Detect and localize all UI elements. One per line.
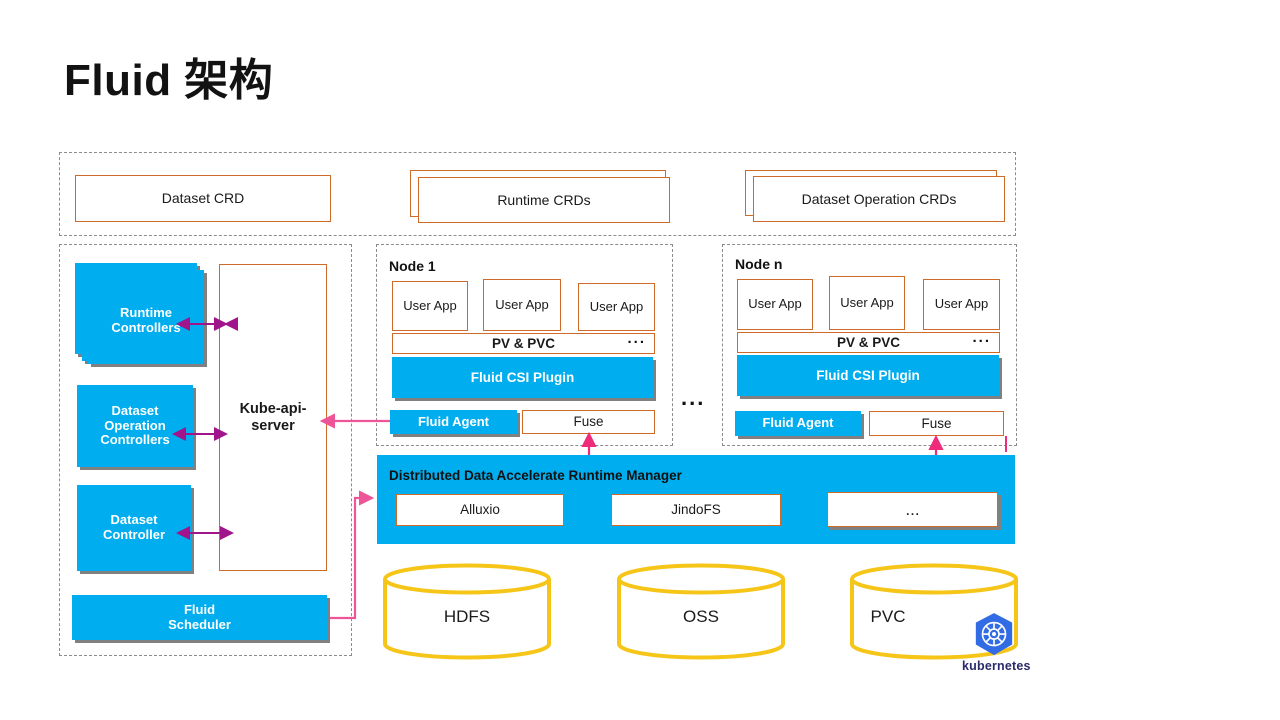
node-n-fuse-label: Fuse (921, 415, 952, 431)
runtime-manager-title: Distributed Data Accelerate Runtime Mana… (389, 468, 682, 483)
dataset-controller-line1: Dataset (110, 512, 158, 528)
node-n-user-app-3[interactable]: User App (923, 279, 1000, 330)
node-n-container (722, 244, 1017, 446)
node-n-user-app-2[interactable]: User App (829, 276, 905, 330)
kubernetes-logo: kubernetes (962, 612, 1031, 673)
dataset-operation-controllers-box[interactable]: Dataset Operation Controllers (77, 385, 193, 467)
node-1-fuse-label: Fuse (573, 414, 604, 430)
dataset-operation-controllers-line3: Controllers (100, 432, 170, 448)
node-n-pv-pvc-ellipsis: ... (972, 329, 991, 346)
storage-cylinder-hdfs-label: HDFS (443, 607, 491, 626)
dataset-operation-controllers-line2: Operation (104, 417, 166, 433)
node-n-fluid-agent-label: Fluid Agent (762, 415, 834, 431)
node-1-fluid-agent[interactable]: Fluid Agent (390, 410, 517, 434)
runtime-engine-jindofs[interactable]: JindoFS (611, 494, 781, 526)
node-1-csi-plugin-label: Fluid CSI Plugin (470, 369, 575, 385)
fluid-scheduler-line2: Scheduler (168, 616, 231, 632)
fluid-scheduler-line1: Fluid (183, 601, 216, 617)
runtime-controllers-label-line1: Runtime (120, 304, 172, 320)
kube-api-server-line1: Kube-api- (239, 400, 307, 417)
crd-section-container (59, 152, 1016, 236)
node-n-fuse[interactable]: Fuse (869, 411, 1004, 436)
node-1-user-app-3[interactable]: User App (578, 283, 655, 331)
runtime-controllers-box[interactable]: Runtime Controllers (88, 277, 204, 364)
page-title: Fluid 架构 (64, 56, 274, 105)
crd-box-datasetop-label: Dataset Operation CRDs (801, 190, 957, 207)
crd-box-runtime-label: Runtime CRDs (497, 191, 591, 208)
node-1-title: Node 1 (389, 258, 436, 274)
runtime-engine-jindofs-label: JindoFS (671, 502, 721, 518)
node-1-pv-pvc-bar[interactable]: PV & PVC ... (392, 330, 655, 354)
kube-api-server-box[interactable]: Kube-api- server (219, 264, 327, 571)
kube-api-server-line2: server (251, 417, 295, 434)
kubernetes-helm-icon (975, 613, 1013, 656)
node-1-user-app-2-label: User App (495, 296, 549, 312)
kubernetes-logo-text: kubernetes (962, 659, 1031, 673)
node-1-csi-plugin[interactable]: Fluid CSI Plugin (392, 357, 653, 398)
node-1-user-app-1-label: User App (403, 297, 457, 313)
runtime-engine-other-label: ... (905, 499, 920, 519)
storage-cylinder-oss-label: OSS (683, 607, 719, 626)
node-n-user-app-1[interactable]: User App (737, 279, 813, 330)
dataset-controller-box[interactable]: Dataset Controller (77, 485, 191, 571)
node-1-user-app-1[interactable]: User App (392, 281, 468, 331)
node-n-user-app-3-label: User App (934, 296, 989, 312)
runtime-engine-other[interactable]: ... (827, 492, 998, 527)
node-1-pv-pvc-ellipsis: ... (627, 330, 646, 347)
crd-box-dataset[interactable]: Dataset CRD (75, 175, 331, 222)
node-n-user-app-1-label: User App (748, 296, 802, 312)
dataset-operation-controllers-line1: Dataset (111, 402, 159, 418)
crd-box-runtime[interactable]: Runtime CRDs (418, 177, 670, 223)
runtime-engine-alluxio[interactable]: Alluxio (396, 494, 564, 526)
node-n-csi-plugin-label: Fluid CSI Plugin (816, 367, 920, 383)
node-n-pv-pvc-label: PV & PVC (836, 334, 901, 350)
node-1-container (376, 244, 673, 446)
runtime-controllers-label-line2: Controllers (111, 319, 181, 335)
storage-cylinder-oss[interactable]: OSS (616, 563, 786, 660)
dataset-controller-line2: Controller (102, 527, 166, 542)
node-1-fluid-agent-label: Fluid Agent (417, 413, 489, 429)
node-n-user-app-2-label: User App (840, 294, 894, 310)
node-1-fuse[interactable]: Fuse (522, 410, 655, 434)
storage-cylinder-pvc-label: PVC (870, 607, 906, 626)
node-1-user-app-3-label: User App (589, 298, 644, 314)
node-1-pv-pvc-label: PV & PVC (491, 335, 556, 351)
control-plane-container (59, 244, 352, 656)
node-gap-ellipsis: ... (681, 385, 706, 410)
runtime-engine-alluxio-label: Alluxio (460, 502, 500, 518)
node-1-user-app-2[interactable]: User App (483, 279, 561, 331)
node-n-pv-pvc-bar[interactable]: PV & PVC ... (737, 329, 1000, 353)
storage-cylinder-hdfs[interactable]: HDFS (382, 563, 552, 660)
crd-box-datasetop[interactable]: Dataset Operation CRDs (753, 176, 1005, 222)
storage-cylinder-pvc[interactable]: PVC (849, 563, 1019, 660)
crd-box-dataset-label: Dataset CRD (161, 190, 245, 207)
fluid-scheduler-box[interactable]: Fluid Scheduler (72, 595, 327, 640)
node-n-fluid-agent[interactable]: Fluid Agent (735, 411, 861, 436)
node-n-csi-plugin[interactable]: Fluid CSI Plugin (737, 355, 999, 396)
node-n-title: Node n (735, 256, 783, 272)
